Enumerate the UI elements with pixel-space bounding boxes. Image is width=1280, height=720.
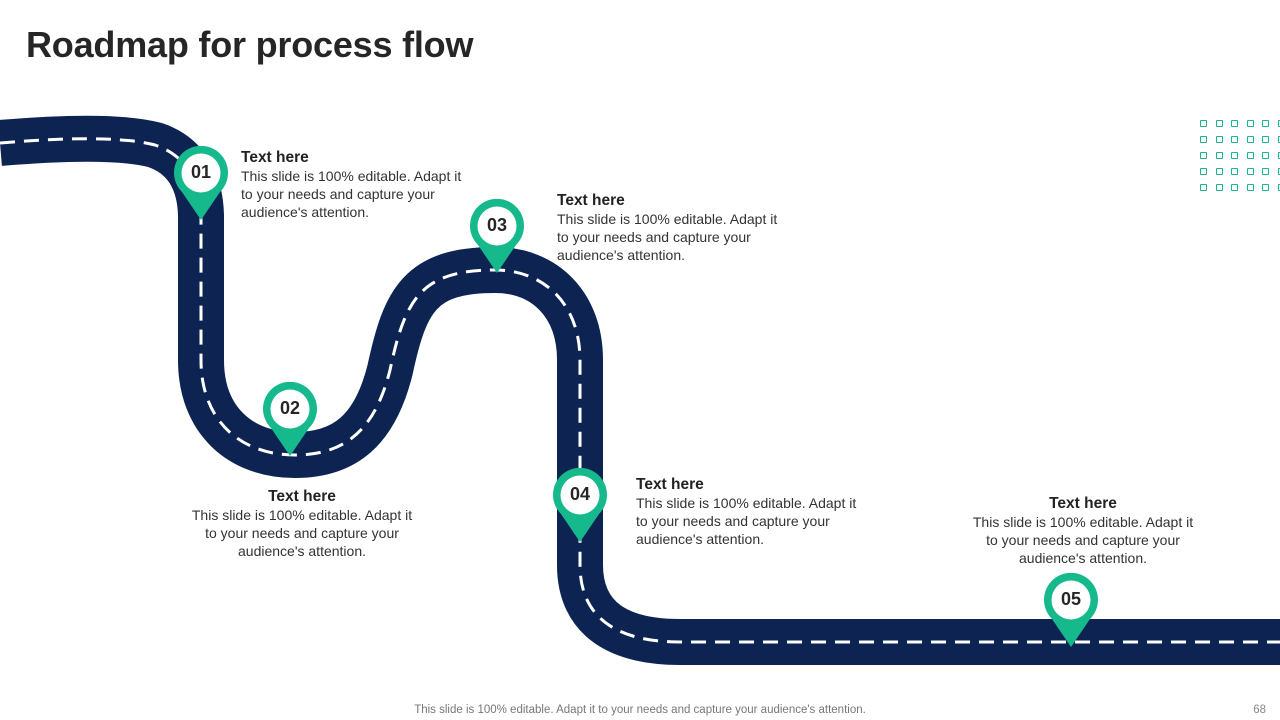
step-5-heading: Text here (1049, 495, 1117, 512)
map-pin-icon (553, 468, 607, 542)
step-1-note: Text here This slide is 100% editable. A… (241, 148, 469, 221)
step-4-note: Text here This slide is 100% editable. A… (636, 475, 864, 548)
step-4-pin: 04 (552, 468, 608, 544)
step-5-note: Text here This slide is 100% editable. A… (969, 494, 1197, 567)
step-2-note: Text here This slide is 100% editable. A… (188, 487, 416, 560)
decorative-dot-grid (1200, 120, 1280, 191)
step-3-body: This slide is 100% editable. Adapt it to… (557, 211, 778, 263)
step-3-pin: 03 (469, 199, 525, 275)
step-3-note: Text here This slide is 100% editable. A… (557, 191, 785, 264)
step-3-number: 03 (486, 215, 508, 235)
step-5-body: This slide is 100% editable. Adapt it to… (972, 514, 1194, 566)
step-4-number: 04 (569, 484, 591, 504)
map-pin-icon (1044, 573, 1098, 647)
page-number: 68 (1253, 704, 1266, 716)
slide-title: Roadmap for process flow (26, 24, 474, 65)
step-1-pin: 01 (173, 146, 229, 222)
slide-footer: This slide is 100% editable. Adapt it to… (414, 704, 866, 716)
step-5-number: 05 (1060, 589, 1082, 609)
step-4-heading: Text here (636, 476, 704, 493)
step-5-pin: 05 (1043, 573, 1099, 649)
step-2-pin: 02 (262, 382, 318, 458)
step-2-body: This slide is 100% editable. Adapt it to… (191, 507, 413, 559)
map-pin-icon (174, 146, 228, 220)
step-1-number: 01 (190, 162, 212, 182)
step-4-body: This slide is 100% editable. Adapt it to… (636, 495, 857, 547)
step-2-heading: Text here (268, 488, 336, 505)
map-pin-icon (263, 382, 317, 456)
map-pin-icon (470, 199, 524, 273)
step-3-heading: Text here (557, 192, 625, 209)
step-2-number: 02 (279, 398, 301, 418)
step-1-heading: Text here (241, 149, 309, 166)
step-1-body: This slide is 100% editable. Adapt it to… (241, 168, 462, 220)
